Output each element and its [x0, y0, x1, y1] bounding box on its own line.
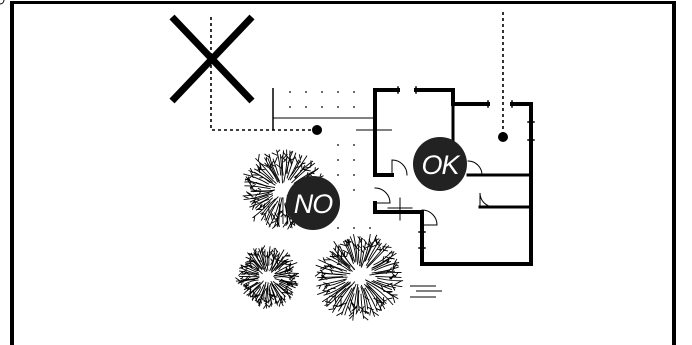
no-badge: NO: [286, 176, 340, 230]
accepted-post-dot: [498, 132, 508, 142]
x-mark-icon: [169, 14, 255, 104]
rejected-post-dot: [312, 125, 322, 135]
rejected-cable-route: [210, 17, 317, 131]
tree-2: [235, 245, 299, 309]
tree-1: [242, 149, 324, 230]
terrace-grid: [272, 88, 392, 229]
ok-badge-label: OK: [421, 150, 460, 180]
hedge-lines: [410, 285, 442, 298]
diagram-frame: [10, 1, 676, 345]
tree-3: [314, 234, 404, 321]
house-floor-plan: [373, 86, 535, 266]
no-badge-label: NO: [294, 189, 333, 219]
trees-group: [235, 149, 404, 321]
tree-canopy-icon: [0, 0, 5, 5]
ok-badge: OK: [413, 137, 467, 191]
